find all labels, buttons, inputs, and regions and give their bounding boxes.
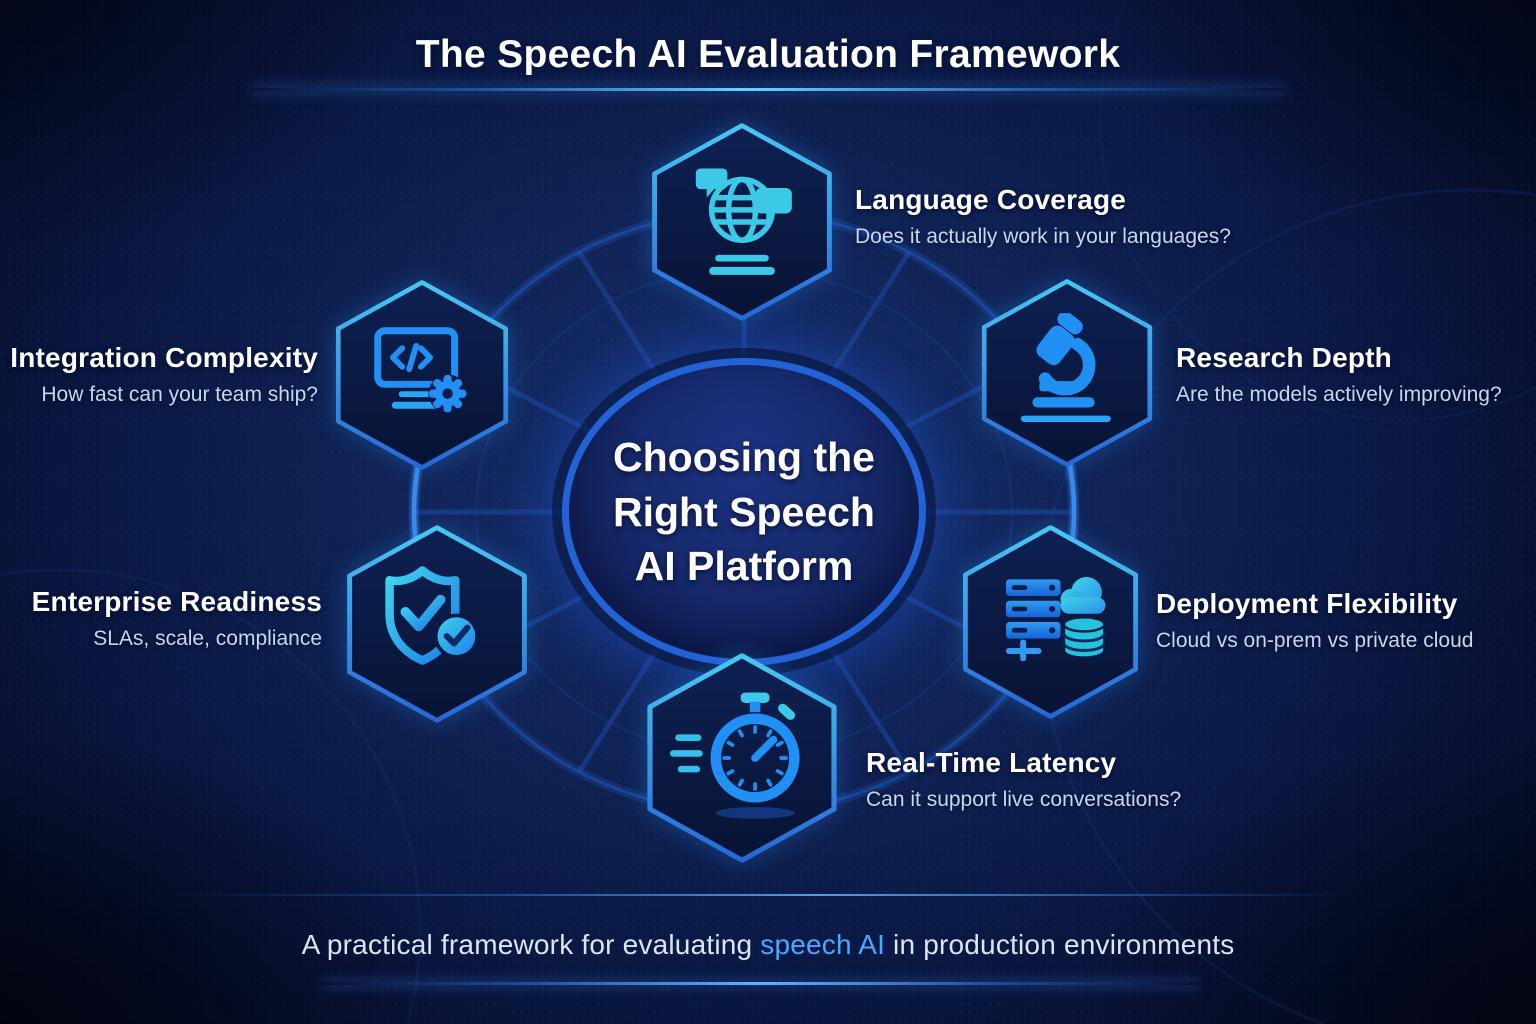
node-desc: Can it support live conversations? [866, 788, 1182, 811]
hexagon-language-coverage [647, 122, 837, 322]
footer-text-suffix: in production environments [885, 929, 1235, 960]
node-title: Research Depth [1176, 342, 1392, 373]
globe-chat-icon [695, 168, 792, 275]
code-monitor-icon [374, 327, 467, 413]
hexagon-shape [347, 525, 527, 723]
node-title: Enterprise Readiness [31, 586, 322, 617]
footer-glowline [320, 982, 1200, 985]
node-desc: Are the models actively improving? [1176, 383, 1502, 406]
footer-divider [170, 894, 1350, 896]
hexagon-shape [962, 525, 1139, 719]
hexagon-research-depth [977, 278, 1157, 468]
hexagon-real-time-latency [642, 652, 842, 864]
stopwatch-icon [670, 692, 800, 819]
server-cloud-database-icon [1005, 577, 1106, 662]
center-title-line: Choosing the [613, 433, 875, 480]
page-title: The Speech AI Evaluation Framework [415, 33, 1121, 76]
node-desc: SLAs, scale, compliance [93, 627, 322, 650]
node-title: Language Coverage [855, 184, 1127, 215]
node-title: Real-Time Latency [866, 747, 1117, 778]
footer-text: A practical framework for evaluating spe… [0, 929, 1536, 961]
center-circle: Choosing the Right Speech AI Platform [562, 358, 926, 666]
corner-arc [0, 568, 422, 1024]
node-label-real-time-latency: Real-Time Latency Can it support live co… [866, 747, 1181, 812]
footer-text-prefix: A practical framework for evaluating [301, 929, 761, 960]
hexagon-integration-complexity [331, 279, 513, 471]
shield-check-icon [385, 566, 479, 665]
title-underline [250, 88, 1286, 91]
center-title: Choosing the Right Speech AI Platform [613, 430, 875, 595]
node-label-language-coverage: Language Coverage Does it actually work … [855, 184, 1231, 249]
hexagon-deployment-flexibility [958, 524, 1143, 720]
footer-text-highlight: speech AI [760, 929, 886, 960]
node-desc: How fast can your team ship? [41, 383, 318, 406]
center-title-line: Right Speech [613, 488, 875, 535]
node-label-research-depth: Research Depth Are the models actively i… [1176, 342, 1502, 407]
ring-highlight-arcs [411, 209, 1077, 815]
node-title: Integration Complexity [10, 342, 318, 373]
center-title-line: AI Platform [634, 543, 854, 590]
microscope-icon [1020, 313, 1111, 422]
node-desc: Cloud vs on-prem vs private cloud [1156, 629, 1474, 652]
node-label-deployment-flexibility: Deployment Flexibility Cloud vs on-prem … [1156, 588, 1473, 653]
node-title: Deployment Flexibility [1156, 588, 1458, 619]
hexagon-shape [647, 653, 837, 863]
hexagon-enterprise-readiness [342, 524, 532, 724]
node-desc: Does it actually work in your languages? [855, 225, 1231, 248]
node-label-enterprise-readiness: Enterprise Readiness SLAs, scale, compli… [32, 586, 322, 651]
corner-arc [1098, 0, 1536, 422]
node-label-integration-complexity: Integration Complexity How fast can your… [10, 342, 318, 407]
